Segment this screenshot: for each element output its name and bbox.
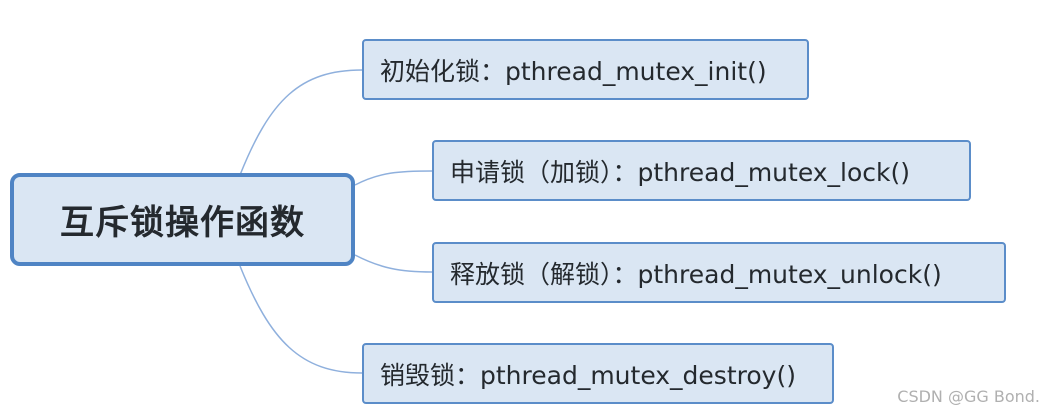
- connector-destroy: [239, 265, 363, 374]
- child-node-destroy[interactable]: 销毁锁：pthread_mutex_destroy(): [362, 343, 834, 404]
- connector-init: [239, 69, 363, 176]
- connector-lock: [354, 170, 433, 186]
- root-node[interactable]: 互斥锁操作函数: [10, 173, 355, 266]
- child-node-unlock[interactable]: 释放锁（解锁）：pthread_mutex_unlock(): [432, 242, 1006, 303]
- child-node-init[interactable]: 初始化锁：pthread_mutex_init(): [362, 39, 809, 100]
- child-node-lock[interactable]: 申请锁（加锁）：pthread_mutex_lock(): [432, 140, 971, 201]
- connector-unlock: [354, 254, 433, 273]
- watermark: CSDN @GG Bond.: [897, 387, 1040, 406]
